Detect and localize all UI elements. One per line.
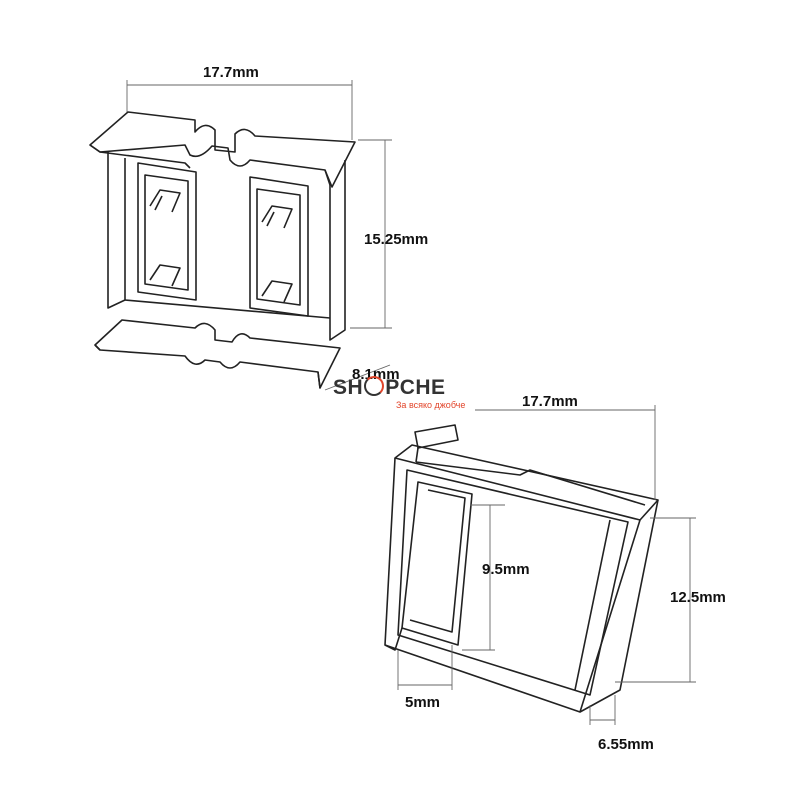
frame-part-drawing xyxy=(384,424,659,713)
frame-height-label: 12.5mm xyxy=(670,589,726,606)
frame-width-label: 17.7mm xyxy=(522,393,578,410)
shopche-watermark-logo: SH PCHE За всяко джобче xyxy=(333,376,465,410)
logo-o-icon xyxy=(364,376,385,396)
clip-width-label: 17.7mm xyxy=(203,64,259,81)
dimension-lines xyxy=(126,80,696,725)
clip-height-label: 15.25mm xyxy=(364,231,429,248)
frame-window-height-label: 9.5mm xyxy=(482,561,530,578)
clip-depth-label: 8.1mm xyxy=(352,366,400,383)
logo-tagline: За всяко джобче xyxy=(396,400,466,410)
logo-prefix: SH xyxy=(333,376,364,399)
frame-depth-label: 6.55mm xyxy=(598,736,654,753)
logo-suffix: PCHE xyxy=(385,376,446,399)
clip-part-drawing xyxy=(89,111,356,389)
frame-window-width-label: 5mm xyxy=(405,694,441,711)
